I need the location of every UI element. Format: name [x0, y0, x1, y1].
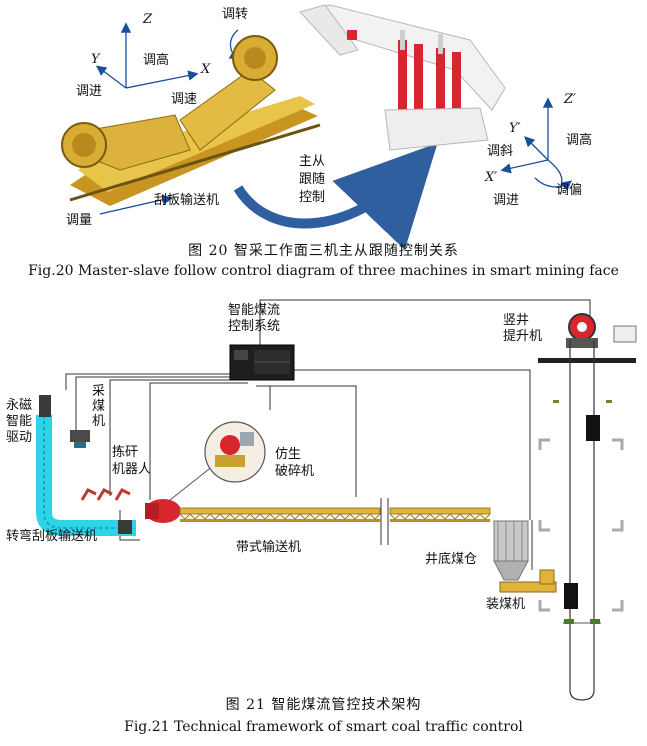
truss-segment [399, 513, 411, 520]
truss-segment [269, 513, 281, 520]
label-adjust-height: 调高 [143, 53, 170, 68]
fig20-caption-cn: 图 20 智采工作面三机主从跟随控制关系 [188, 243, 459, 259]
fig21-caption-en: Fig.21 Technical framework of smart coal… [124, 719, 523, 735]
coal-bunker [493, 520, 529, 581]
truss-segment [409, 513, 421, 520]
control-cabinet [229, 344, 295, 381]
right-axis-z: Z′ [564, 92, 576, 107]
crusher [145, 499, 181, 523]
vertical-shaft [538, 313, 637, 701]
follow-arrow [233, 143, 438, 250]
belt-trusses [179, 513, 491, 520]
control-lines [65, 299, 591, 570]
truss-segment [189, 513, 201, 520]
label-adjust-speed: 调速 [171, 92, 198, 107]
label-adjust-rotate: 调转 [222, 7, 249, 22]
truss-segment [349, 513, 361, 520]
label-picking-robot: 拣矸 机器人 [112, 445, 152, 477]
truss-segment [359, 513, 371, 520]
truss-segment [259, 513, 271, 520]
label-scraper-conveyor: 刮板输送机 [154, 193, 220, 208]
truss-segment [339, 513, 351, 520]
truss-segment [449, 513, 461, 520]
truss-segment [459, 513, 471, 520]
label-pm-drive: 永磁 智能 驱动 [6, 398, 33, 445]
truss-segment [389, 513, 401, 520]
label-shaft-hoist: 竖井 提升机 [503, 313, 543, 344]
fig21-caption-cn: 图 21 智能煤流管控技术架构 [225, 697, 422, 713]
picking-robots [80, 488, 131, 501]
left-axis-y: Y [91, 52, 100, 67]
label-control-system: 智能煤流 控制系统 [228, 303, 281, 334]
yaw-arc [534, 177, 573, 191]
truss-segment [289, 513, 301, 520]
truss-segment [179, 513, 191, 520]
coal-loader [499, 569, 557, 593]
right-axis-y: Y′ [509, 121, 521, 136]
label-right-tilt: 调斜 [487, 144, 514, 159]
hydraulic-support-image [298, 4, 506, 151]
truss-segment [469, 513, 481, 520]
belt-conveyor-1 [179, 507, 381, 522]
truss-segment [429, 513, 441, 520]
truss-segment [439, 513, 451, 520]
truss-segment [229, 513, 241, 520]
label-adjust-measure: 调量 [66, 213, 93, 228]
truss-segment [479, 513, 491, 520]
left-axis-x: X [201, 62, 211, 77]
truss-segment [319, 513, 331, 520]
fig20-caption-en: Fig.20 Master-slave follow control diagr… [28, 263, 619, 279]
shearer-image [61, 35, 321, 206]
pm-drive-motor [39, 395, 51, 417]
right-axis-arrows [500, 97, 554, 174]
cyan-conveyor [36, 415, 136, 536]
label-right-height: 调高 [566, 133, 593, 148]
label-adjust-advance: 调进 [76, 84, 103, 99]
label-right-yaw: 调偏 [556, 183, 583, 198]
right-axis-x: X′ [485, 170, 498, 185]
left-axis-z: Z [143, 12, 153, 27]
label-bionic-crusher: 仿生 破碎机 [275, 447, 315, 479]
label-master-slave: 主从 跟随 控制 [299, 154, 326, 205]
truss-segment [249, 513, 261, 520]
label-bottom-bunker: 井底煤仓 [425, 552, 478, 567]
truss-segment [279, 513, 291, 520]
label-right-advance: 调进 [493, 193, 520, 208]
truss-segment [329, 513, 341, 520]
measure-arrow [99, 194, 173, 215]
truss-segment [419, 513, 431, 520]
shearer-unit [70, 430, 90, 442]
left-axis-arrows [95, 22, 199, 89]
truss-segment [299, 513, 311, 520]
label-shearer: 采 煤 机 [92, 384, 106, 429]
truss-segment [209, 513, 221, 520]
truss-segment [219, 513, 231, 520]
truss-segment [239, 513, 251, 520]
truss-segment [369, 513, 381, 520]
belt-conveyor-2 [389, 507, 491, 522]
label-coal-loader: 装煤机 [486, 597, 526, 612]
label-turning-conveyor: 转弯刮板输送机 [6, 529, 98, 544]
truss-segment [309, 513, 321, 520]
label-belt-conveyor: 带式输送机 [236, 540, 302, 555]
truss-segment [199, 513, 211, 520]
